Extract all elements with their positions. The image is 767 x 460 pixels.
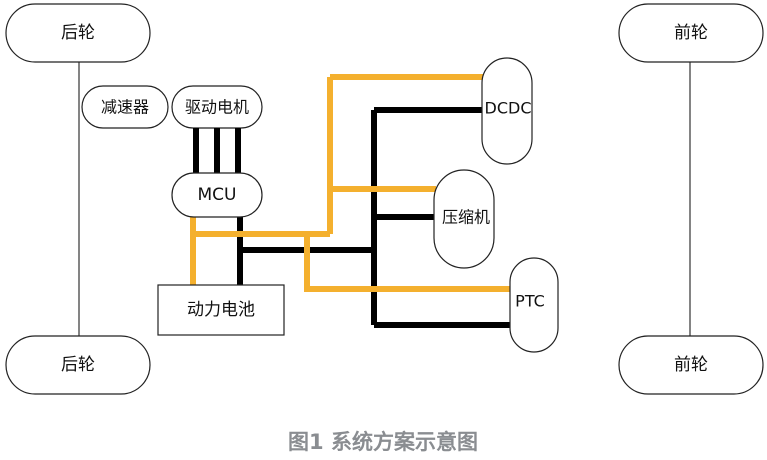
mcu-label: MCU bbox=[198, 185, 237, 205]
rear-wheel-bottom: 后轮 bbox=[5, 335, 151, 395]
compressor-box: 压缩机 bbox=[433, 169, 495, 269]
rear-wheel-top-label: 后轮 bbox=[61, 23, 95, 43]
compressor-label: 压缩机 bbox=[442, 208, 490, 227]
front-wheel-bottom-label: 前轮 bbox=[674, 355, 708, 375]
rear-wheel-bottom-label: 后轮 bbox=[61, 355, 95, 375]
reducer-box: 减速器 bbox=[81, 85, 169, 129]
motor-label: 驱动电机 bbox=[185, 98, 249, 117]
motor-phase-wires bbox=[193, 128, 241, 177]
battery-label: 动力电池 bbox=[187, 300, 255, 320]
ptc-label: PTC bbox=[515, 292, 545, 311]
front-wheel-bottom: 前轮 bbox=[618, 335, 764, 395]
figure-caption: 图1 系统方案示意图 bbox=[288, 430, 478, 454]
front-wheel-top-label: 前轮 bbox=[674, 23, 708, 43]
motor-box: 驱动电机 bbox=[171, 85, 263, 129]
mcu-box: MCU bbox=[171, 172, 263, 218]
low-voltage-wires bbox=[190, 74, 512, 292]
dcdc-label: DCDC bbox=[485, 99, 532, 118]
front-wheel-top: 前轮 bbox=[618, 3, 764, 63]
rear-wheel-top: 后轮 bbox=[5, 3, 151, 63]
dcdc-box: DCDC bbox=[481, 57, 533, 165]
ptc-box: PTC bbox=[509, 257, 559, 353]
battery-box: 动力电池 bbox=[157, 284, 285, 336]
reducer-label: 减速器 bbox=[101, 98, 149, 117]
